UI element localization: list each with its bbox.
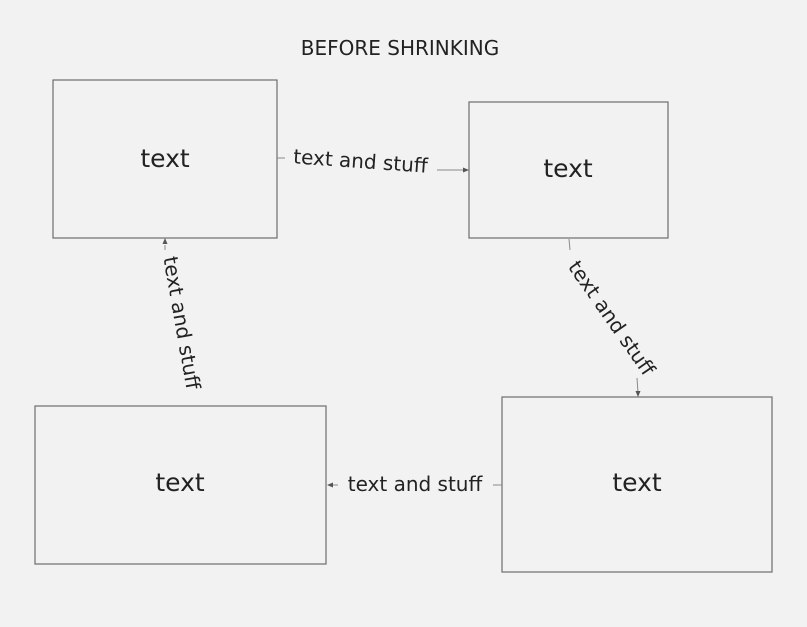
edge-label: text and stuff (348, 472, 484, 496)
node-bottom-right[interactable]: text (501, 396, 773, 573)
node-top-left-label: text (140, 144, 190, 173)
edge-bottom-right-to-bottom-left[interactable]: text and stuff (327, 472, 502, 496)
node-bottom-left[interactable]: text (34, 405, 327, 565)
edge-line-segment (636, 377, 639, 394)
edge-line-segment (568, 238, 571, 251)
edge-bottom-left-to-top-left[interactable]: text and stuff (158, 238, 206, 392)
edge-label: text and stuff (158, 254, 205, 392)
node-bottom-right-box (501, 396, 773, 573)
node-top-left[interactable]: text (52, 79, 278, 239)
arrowhead-icon (463, 167, 469, 173)
edge-top-right-to-bottom-right[interactable]: text and stuff (563, 238, 661, 397)
node-bottom-left-box (34, 405, 327, 565)
node-bottom-left-label: text (155, 468, 205, 497)
node-bottom-right-label: text (612, 468, 662, 497)
edge-label: text and stuff (293, 144, 430, 177)
node-top-right-box (468, 101, 669, 239)
node-top-right-label: text (543, 154, 593, 183)
arrowhead-icon (162, 238, 168, 244)
arrowhead-icon (327, 482, 333, 488)
node-top-left-box (52, 79, 278, 239)
edge-label: text and stuff (563, 256, 661, 381)
node-top-right[interactable]: text (468, 101, 669, 239)
edge-top-left-to-top-right[interactable]: text and stuff (277, 144, 469, 178)
arrowhead-icon (635, 391, 641, 397)
diagram-title: BEFORE SHRINKING (301, 36, 499, 60)
